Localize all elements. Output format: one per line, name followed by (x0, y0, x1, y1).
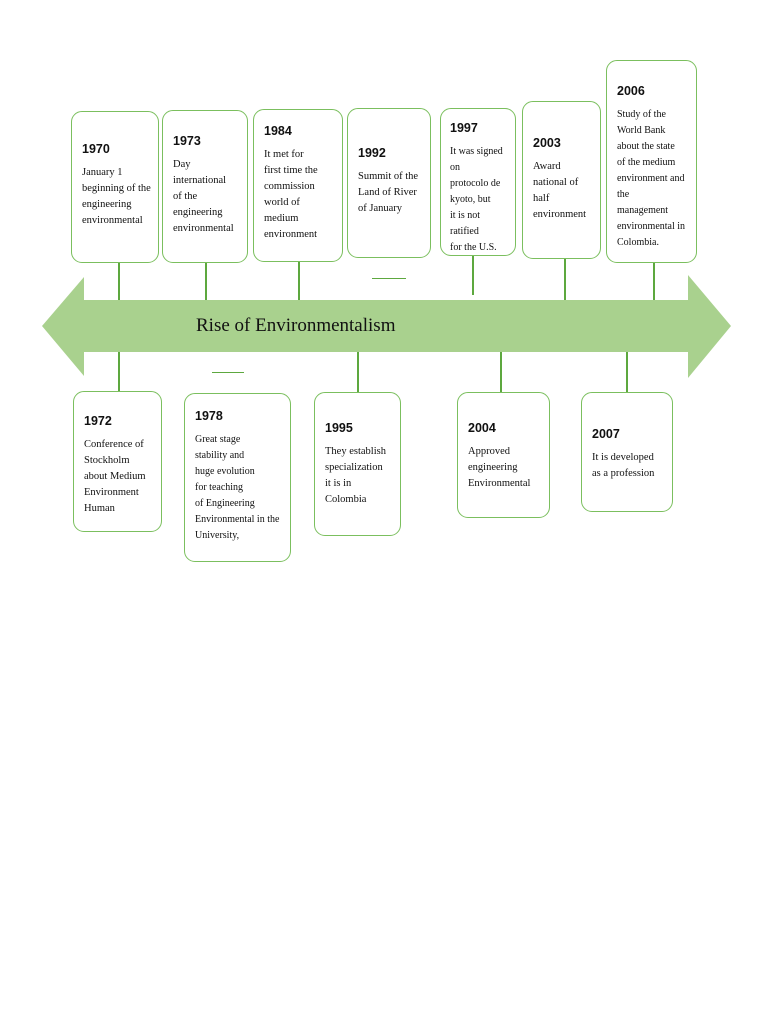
event-year: 2003 (533, 136, 561, 150)
event-box-2003: 2003 Award national of half environment (522, 101, 601, 259)
connector-2003 (564, 258, 566, 300)
event-text: January 1 beginning of the engineering e… (82, 167, 151, 226)
event-year: 1984 (264, 124, 292, 138)
event-text: Study of the World Bank about the state … (617, 109, 686, 248)
event-box-1970: 1970 January 1 beginning of the engineer… (71, 111, 159, 263)
event-text: Summit of the Land of River of January (358, 171, 419, 214)
event-text: Conference of Stockholm about Medium Env… (84, 439, 146, 514)
connector-1972 (118, 352, 120, 392)
timeline-arrow (42, 275, 731, 378)
connector-1995 (357, 352, 359, 392)
connector-1973 (205, 262, 207, 300)
event-text: Approved engineering Environmental (468, 446, 531, 489)
event-year: 1995 (325, 421, 353, 435)
connector-1970 (118, 262, 120, 300)
event-year: 1997 (450, 121, 478, 135)
event-box-2006: 2006 Study of the World Bank about the s… (606, 60, 697, 263)
event-box-1973: 1973 Day international of the engineerin… (162, 110, 248, 263)
event-text: Award national of half environment (533, 161, 587, 220)
connector-2006 (653, 262, 655, 300)
event-text: It is developed as a profession (592, 452, 655, 479)
event-box-2007: 2007 It is developed as a profession (581, 392, 673, 512)
event-box-2004: 2004 Approved engineering Environmental (457, 392, 550, 518)
timeline-title: Rise of Environmentalism (196, 315, 396, 336)
event-year: 2004 (468, 421, 496, 435)
event-box-1972: 1972 Conference of Stockholm about Mediu… (73, 391, 162, 532)
event-text: They establish specialization it is in C… (325, 446, 386, 505)
event-box-1984: 1984 It met for first time the commissio… (253, 109, 343, 262)
event-year: 1972 (84, 414, 112, 428)
connector-2007 (626, 352, 628, 392)
event-text: Great stage stability and huge evolution… (195, 434, 280, 541)
event-year: 1973 (173, 134, 201, 148)
event-year: 1970 (82, 142, 110, 156)
event-text: Day international of the engineering env… (173, 159, 234, 234)
arrow-shape (42, 275, 731, 378)
event-year: 2007 (592, 427, 620, 441)
event-year: 1978 (195, 409, 223, 423)
connector-1984 (298, 262, 300, 300)
event-text: It was signed on protocolo de kyoto, but… (450, 146, 503, 253)
event-box-1997: 1997 It was signed on protocolo de kyoto… (440, 108, 516, 256)
event-box-1995: 1995 They establish specialization it is… (314, 392, 401, 536)
event-box-1978: 1978 Great stage stability and huge evol… (184, 393, 291, 562)
connector-2004 (500, 352, 502, 392)
event-year: 2006 (617, 84, 645, 98)
event-year: 1992 (358, 146, 386, 160)
event-box-1992: 1992 Summit of the Land of River of Janu… (347, 108, 431, 258)
event-text: It met for first time the commission wor… (264, 149, 318, 240)
decorative-dash (212, 372, 244, 373)
decorative-dash (372, 278, 406, 279)
connector-1997 (472, 255, 474, 295)
